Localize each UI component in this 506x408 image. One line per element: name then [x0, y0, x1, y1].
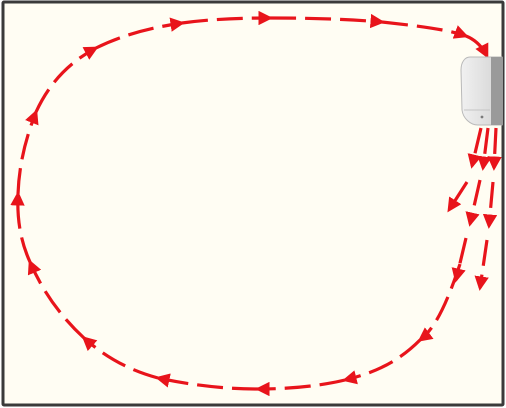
ac-unit-side-panel [491, 57, 503, 125]
wall-mounted-ac-unit [461, 57, 503, 125]
room-walls [3, 2, 503, 405]
ac-unit-indicator-light [481, 116, 484, 119]
